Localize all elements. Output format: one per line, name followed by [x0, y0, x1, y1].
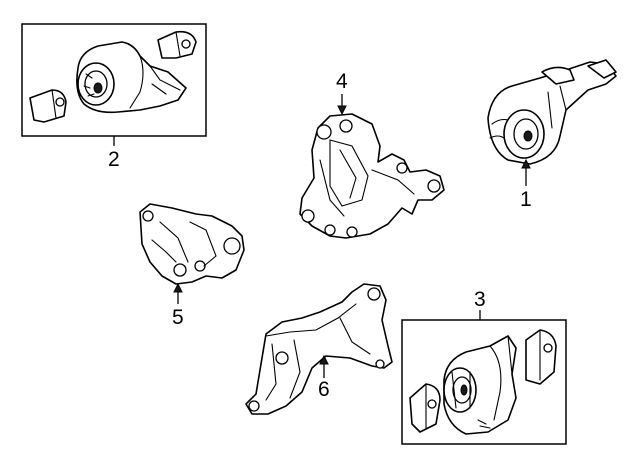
part-3-pad-left: [409, 383, 441, 433]
part-2-pad-right: [157, 30, 197, 59]
part-2-pad-left: [29, 89, 67, 123]
part-4-bracket: [299, 113, 445, 239]
callout-5: 5: [172, 306, 184, 329]
callout-4: 4: [336, 70, 348, 93]
kit-3-frame: [401, 319, 567, 445]
part-3-pad-right: [525, 329, 557, 385]
arrow-4: [337, 105, 347, 116]
part-1-mount: [487, 59, 617, 165]
part-3-mount: [443, 335, 517, 435]
arrow-5: [173, 282, 183, 293]
part-5-bracket: [139, 203, 245, 285]
callout-2: 2: [108, 148, 120, 171]
arrow-6: [319, 354, 329, 365]
part-2-mount: [76, 41, 187, 114]
arrow-1: [521, 158, 531, 169]
callout-1: 1: [520, 188, 532, 211]
callout-6: 6: [318, 378, 330, 401]
callout-3: 3: [474, 288, 486, 311]
part-6-bracket: [245, 283, 393, 415]
